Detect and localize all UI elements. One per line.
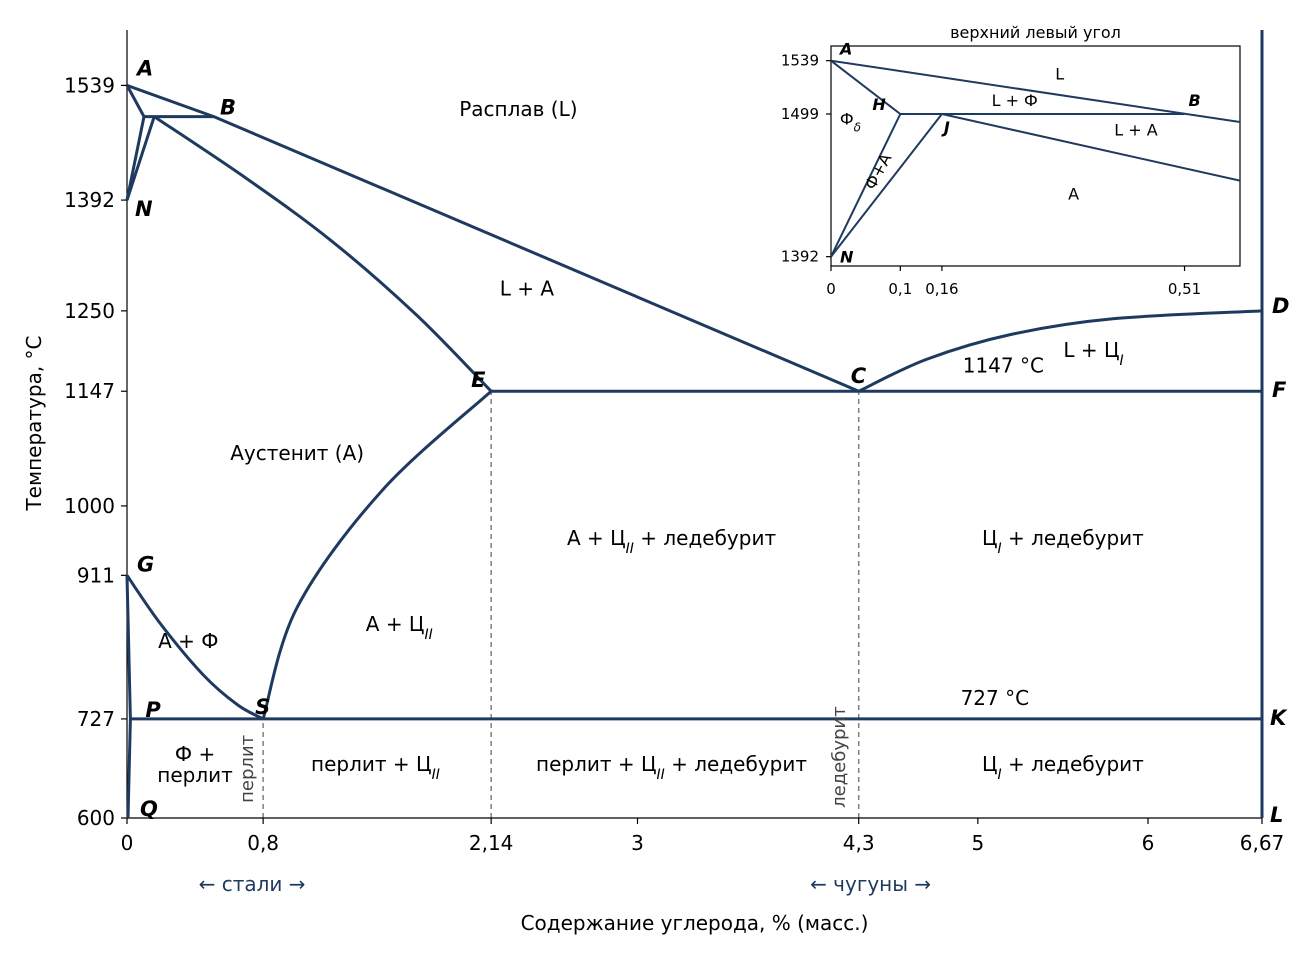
y-tick-label: 1392	[64, 188, 115, 212]
inset-x-tick-label: 0,16	[925, 280, 958, 298]
point-label-Q: Q	[140, 797, 158, 821]
x-tick-label: 2,14	[469, 831, 514, 855]
point-label-K: K	[1270, 706, 1288, 730]
point-label-N: N	[135, 197, 153, 221]
vertical-note: перлит	[237, 735, 258, 803]
y-tick-label: 1147	[64, 379, 115, 403]
region-label: 1147 °C	[963, 354, 1044, 378]
x-tick-label: 0,8	[247, 831, 279, 855]
phase-line-0	[126, 83, 860, 393]
inset-line-0	[831, 59, 1240, 123]
region-label: ЦI + ледебурит	[982, 752, 1144, 783]
inset-x-tick-label: 0,51	[1168, 280, 1201, 298]
x-tick-label: 6,67	[1240, 831, 1285, 855]
region-label: L + ЦI	[1063, 338, 1123, 369]
region-label: перлит + ЦII + ледебурит	[536, 752, 807, 783]
region-label: перлит	[157, 763, 233, 787]
point-label-S: S	[255, 695, 270, 719]
inset-y-tick-label: 1539	[781, 52, 819, 70]
inset-point-label-A: A	[838, 40, 852, 59]
phase-line-9	[261, 390, 493, 720]
inset-frame	[830, 45, 1241, 267]
range-label: ← стали →	[199, 872, 306, 896]
inset-line-3	[831, 113, 902, 258]
y-tick-label: 600	[77, 806, 115, 830]
region-label: ЦI + ледебурит	[982, 526, 1144, 557]
phase-line-5	[153, 115, 493, 393]
point-label-P: P	[145, 698, 161, 722]
y-tick-label: 1539	[64, 73, 115, 97]
region-label: L + A	[1114, 120, 1157, 139]
phase-line-1	[125, 84, 146, 118]
region-label: А + ЦII	[366, 612, 433, 643]
region-label: Аустенит (A)	[230, 441, 364, 465]
point-label-C: C	[851, 364, 867, 388]
phase-line-6	[858, 309, 1263, 393]
point-label-G: G	[137, 552, 154, 576]
inset-point-label-N: N	[840, 248, 854, 267]
region-label: L	[1055, 64, 1064, 83]
point-label-L: L	[1270, 803, 1283, 827]
inset-point-label-J: J	[941, 118, 950, 137]
inset-title: верхний левый угол	[950, 23, 1121, 42]
region-label: Расплав (L)	[459, 97, 577, 121]
region-label: L + Ф	[992, 91, 1038, 110]
vertical-note: ледебурит	[829, 706, 850, 807]
region-label: 727 °C	[961, 686, 1030, 710]
region-label: Ф +	[175, 742, 215, 766]
x-tick-label: 3	[631, 831, 644, 855]
inset-x-tick-label: 0,1	[888, 280, 912, 298]
y-tick-label: 1250	[64, 299, 115, 323]
inset-y-tick-label: 1499	[781, 105, 819, 123]
region-label: A	[1068, 184, 1079, 203]
point-label-F: F	[1272, 378, 1287, 402]
x-tick-label: 5	[971, 831, 984, 855]
inset-x-tick-label: 0	[826, 280, 836, 298]
y-tick-label: 1000	[64, 494, 115, 518]
phase-line-8	[125, 574, 264, 721]
region-label: А + Ф	[158, 629, 218, 653]
phase-line-11	[125, 575, 132, 819]
region-label: Фδ	[840, 110, 861, 135]
y-axis-label: Температура, °C	[22, 335, 46, 511]
inset-point-label-B: B	[1189, 91, 1201, 110]
y-tick-label: 911	[77, 563, 115, 587]
region-label: А + ЦII + ледебурит	[567, 526, 777, 557]
point-label-E: E	[471, 368, 486, 392]
x-tick-label: 0	[121, 831, 134, 855]
inset-point-label-H: H	[872, 95, 886, 114]
point-label-A: A	[135, 56, 153, 80]
phase-line-3	[125, 116, 146, 201]
x-tick-label: 4,3	[843, 831, 875, 855]
x-axis-label: Содержание углерода, % (масс.)	[521, 911, 869, 935]
point-label-B: B	[220, 96, 236, 120]
inset-line-5	[941, 113, 1240, 182]
x-tick-label: 6	[1142, 831, 1155, 855]
region-label: L + A	[500, 276, 555, 300]
inset-y-tick-label: 1392	[781, 248, 819, 266]
inset-line-1	[831, 59, 901, 115]
inset-line-4	[831, 113, 943, 258]
point-label-D: D	[1272, 294, 1289, 318]
phase-line-4	[125, 116, 156, 201]
range-label: ← чугуны →	[810, 872, 931, 896]
region-label: перлит + ЦII	[311, 752, 440, 783]
y-tick-label: 727	[77, 707, 115, 731]
